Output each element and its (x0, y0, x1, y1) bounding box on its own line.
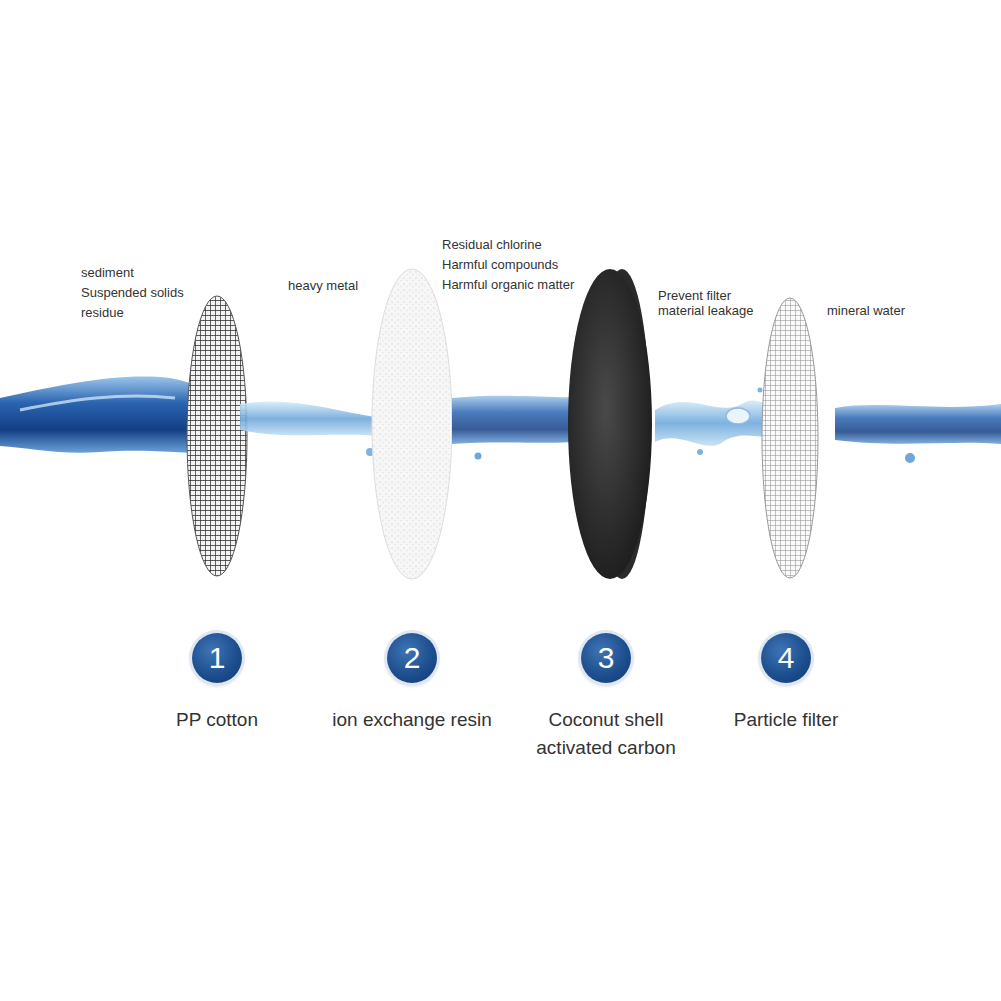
stage-name: PP cotton (117, 706, 317, 734)
step-number-circle: 2ion exchange resin (387, 633, 437, 683)
filter-note: sediment (81, 265, 134, 280)
callout-number: 4 (761, 633, 811, 683)
filter-note: residue (81, 305, 124, 320)
stage-name: Coconut shell activated carbon (519, 706, 694, 762)
callout-number: 1 (192, 633, 242, 683)
filter-note: mineral water (827, 303, 905, 318)
stage-name: ion exchange resin (297, 706, 527, 734)
filter-note: Residual chlorine (442, 237, 542, 252)
filter-note: Prevent filter material leakage (658, 288, 770, 318)
step-number-circle: 1PP cotton (192, 633, 242, 683)
stage-name: Particle filter (686, 706, 886, 734)
step-number-circle: 4Particle filter (761, 633, 811, 683)
filter-note: heavy metal (288, 278, 358, 293)
callout-number: 2 (387, 633, 437, 683)
filter-note: Harmful organic matter (442, 277, 574, 292)
callout-number: 3 (581, 633, 631, 683)
filter-note: Suspended solids (81, 285, 184, 300)
step-number-circle: 3Coconut shell activated carbon (581, 633, 631, 683)
filter-note: Harmful compounds (442, 257, 558, 272)
